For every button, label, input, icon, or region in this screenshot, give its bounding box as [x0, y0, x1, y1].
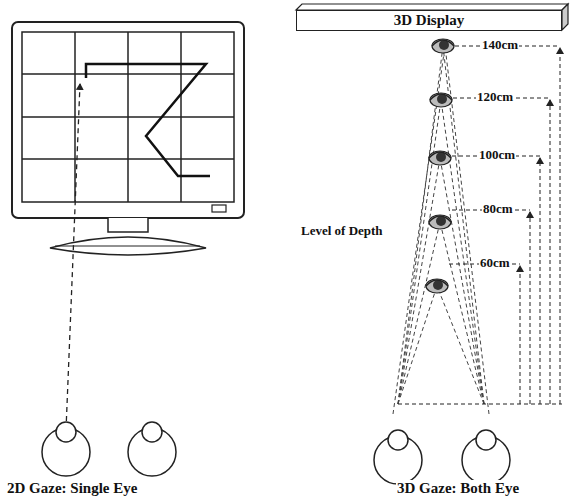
sight-lines — [393, 46, 489, 414]
gaze-point — [426, 279, 448, 293]
gaze-point — [429, 151, 451, 165]
gaze-arrow — [66, 84, 80, 430]
viewer-head — [128, 422, 176, 476]
gaze-point — [430, 93, 452, 107]
baseline — [398, 404, 562, 405]
monitor — [12, 22, 244, 255]
depth-label: 60cm — [479, 256, 511, 270]
depth-label: 140cm — [481, 38, 519, 52]
viewer-head — [42, 422, 90, 476]
gaze-path — [86, 64, 210, 176]
depth-arrows — [449, 46, 560, 404]
viewer-head — [374, 430, 422, 484]
depth-label: 80cm — [482, 202, 514, 216]
gaze-point — [429, 215, 451, 229]
display-bar: 3D Display — [296, 10, 562, 31]
gaze-point — [432, 39, 454, 53]
caption-text: 3D Gaze: Both Eye — [396, 480, 520, 497]
display-title: 3D Display — [394, 12, 464, 29]
depth-label: 100cm — [478, 148, 516, 162]
axis-label: Level of Depth — [300, 224, 384, 238]
display-side — [562, 4, 568, 30]
caption-text: 2D Gaze: Single Eye — [6, 480, 138, 497]
viewer-head — [462, 430, 510, 484]
depth-label: 120cm — [476, 90, 514, 104]
